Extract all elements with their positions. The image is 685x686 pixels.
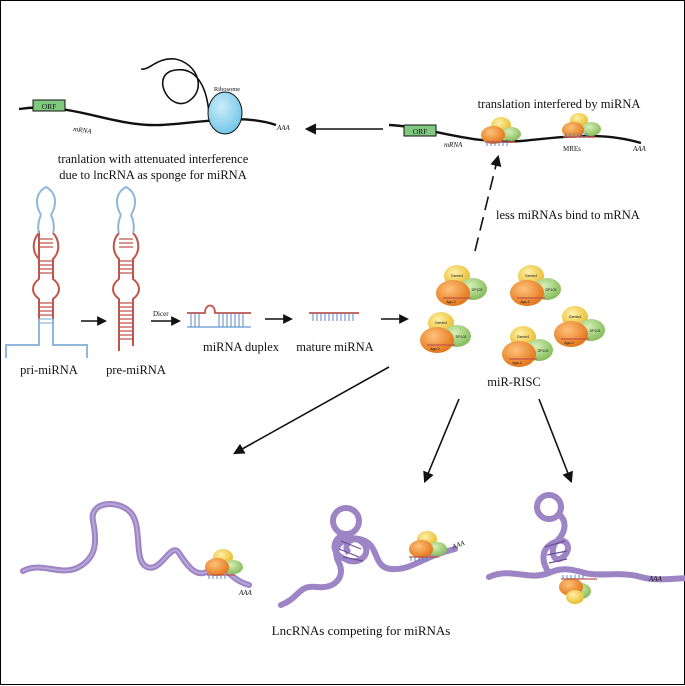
interfered-translation-panel: translation interfered by miRNA ORF mRNA…: [388, 97, 647, 153]
pri-mirna-label: pri-miRNA: [20, 363, 78, 377]
ribosome: [207, 91, 243, 135]
lncrna-2-bound-risc: [409, 531, 447, 561]
svg-text:Ago-2: Ago-2: [446, 300, 455, 304]
duplex-label: miRNA duplex: [203, 340, 280, 354]
attenuated-translation-panel: ORF mRNA Ribosome AAA tranlation with at…: [18, 58, 291, 182]
dicer-label: Dicer: [153, 310, 169, 318]
attenuated-caption-line1: tranlation with attenuated interference: [58, 152, 249, 166]
mirna-duplex: [187, 304, 251, 328]
interfered-title: translation interfered by miRNA: [478, 97, 641, 111]
polya-label-right: AAA: [632, 145, 647, 153]
risc-complex-4: Gemin4 DP103 Ago-2: [502, 326, 553, 367]
svg-text:Ago-2: Ago-2: [564, 341, 573, 345]
mres-label: MREs: [563, 145, 581, 153]
svg-text:Ago-2: Ago-2: [520, 300, 529, 304]
risc-complex-3: Gemin4 DP103 Ago-2: [420, 312, 471, 353]
svg-text:Gemin4: Gemin4: [435, 321, 447, 325]
polya-label-left: AAA: [276, 124, 291, 132]
lncrna-2: AAA: [278, 505, 466, 608]
lncrna-1: AAA: [20, 500, 253, 597]
polya-lnc2: AAA: [450, 539, 466, 551]
mrna-label-right: mRNA: [444, 141, 463, 149]
mature-mirna: [309, 312, 359, 321]
risc-complex-2: Gemin4 DP103 Ago-2: [510, 265, 561, 306]
orf-box-left: [32, 99, 66, 112]
mrna-label-left: mRNA: [73, 125, 93, 136]
pre-mirna-label: pre-miRNA: [106, 363, 166, 377]
orf-box-right: [403, 124, 437, 137]
svg-text:DP103: DP103: [538, 349, 549, 353]
arrow-risc-to-lnc1: [233, 366, 390, 455]
svg-text:Gemin4: Gemin4: [451, 274, 463, 278]
dashed-arrow-up: [474, 154, 502, 252]
polya-lnc3: AAA: [648, 575, 663, 583]
bound-risc-2: [562, 113, 601, 138]
risc-label: miR-RISC: [487, 375, 541, 389]
polya-lnc1: AAA: [238, 589, 253, 597]
bound-risc-1: [481, 117, 521, 146]
mature-label: mature miRNA: [296, 340, 373, 354]
nascent-peptide-loop: [140, 58, 210, 114]
pre-mirna: [112, 185, 140, 351]
svg-text:DP103: DP103: [472, 288, 483, 292]
arrow-risc-to-lnc3: [538, 398, 573, 484]
orf-label-left: ORF: [42, 102, 57, 111]
ribosome-label: Ribosome: [214, 86, 240, 93]
svg-text:DP103: DP103: [456, 335, 467, 339]
svg-text:DP103: DP103: [546, 288, 557, 292]
arrow-risc-to-lnc2: [423, 398, 460, 484]
lncrna-caption: LncRNAs competing for miRNAs: [272, 623, 451, 638]
attenuated-caption-line2: due to lncRNA as sponge for miRNA: [59, 168, 246, 182]
risc-complex-5: Gemin4 DP103 Ago-2: [554, 306, 605, 347]
svg-text:Gemin4: Gemin4: [517, 335, 529, 339]
lncrna-3-bound-risc: [559, 575, 597, 604]
less-mirna-label: less miRNAs bind to mRNA: [496, 208, 640, 222]
svg-text:Ago-2: Ago-2: [430, 347, 439, 351]
pri-mirna: [5, 185, 88, 358]
orf-label-right: ORF: [413, 127, 428, 136]
lncrna-1-bound-risc: [205, 549, 243, 579]
svg-text:DP103: DP103: [590, 329, 601, 333]
svg-text:Gemin4: Gemin4: [569, 315, 581, 319]
risc-complex-1: Gemin4 DP103 Ago-2: [436, 265, 487, 306]
svg-text:Ago-2: Ago-2: [512, 361, 521, 365]
svg-text:Gemin4: Gemin4: [525, 274, 537, 278]
lncrna-3: AAA: [486, 492, 685, 604]
risc-cluster: Gemin4 DP103 Ago-2 Gemin4 DP103 Ago-2 Ge…: [420, 265, 605, 367]
